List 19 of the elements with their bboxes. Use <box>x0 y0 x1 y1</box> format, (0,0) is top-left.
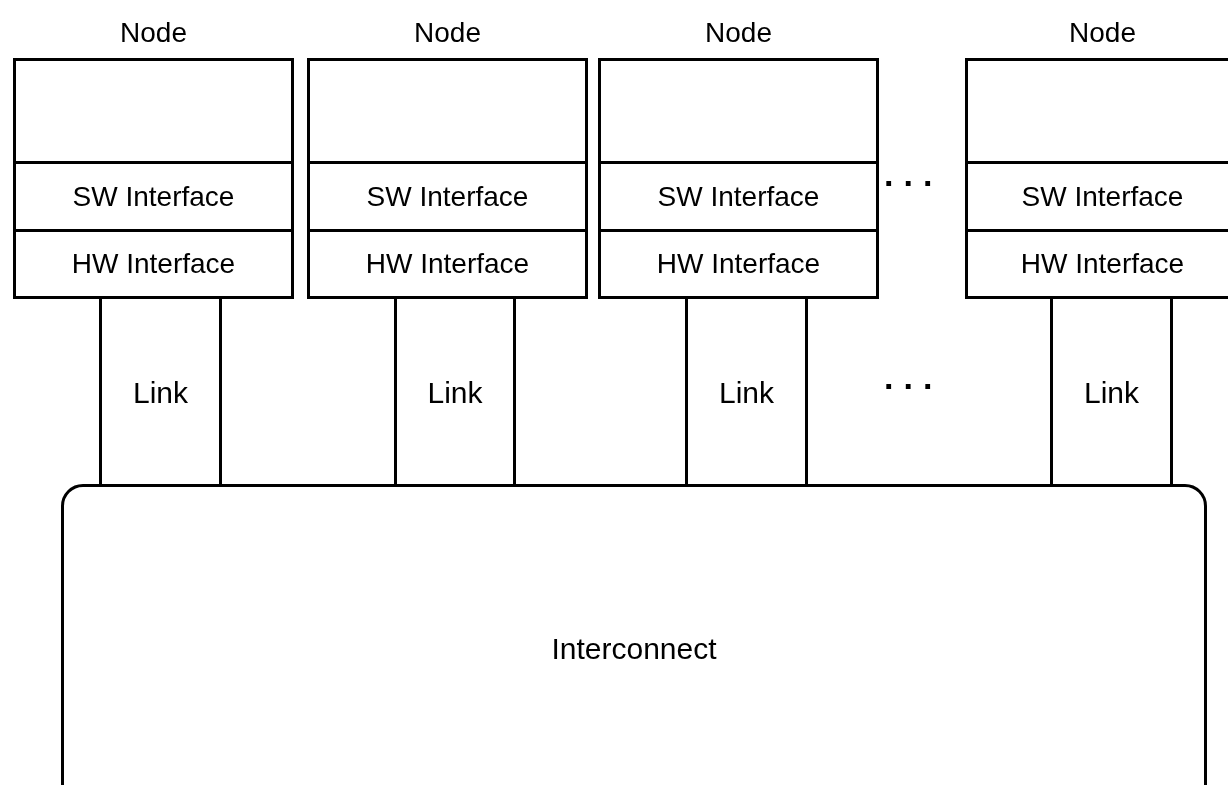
interface-band: SW Interface <box>16 161 291 229</box>
interface-band: SW Interface <box>310 161 585 229</box>
interface-band: HW Interface <box>16 229 291 296</box>
node-heading: Node <box>705 17 772 48</box>
interface-band: SW Interface <box>968 161 1228 229</box>
ellipsis: ... <box>884 358 943 397</box>
interconnect-box: Interconnect <box>61 484 1207 785</box>
link-channel: Link <box>1050 298 1173 487</box>
ellipsis: ... <box>884 155 943 194</box>
interface-band: SW Interface <box>601 161 876 229</box>
node-heading: Node <box>1069 17 1136 48</box>
node-heading: Node <box>120 17 187 48</box>
interface-band: HW Interface <box>310 229 585 296</box>
link-channel: Link <box>685 298 808 487</box>
interface-band: HW Interface <box>968 229 1228 296</box>
interface-band: HW Interface <box>601 229 876 296</box>
node-heading: Node <box>414 17 481 48</box>
link-channel: Link <box>99 298 222 487</box>
link-channel: Link <box>394 298 516 487</box>
